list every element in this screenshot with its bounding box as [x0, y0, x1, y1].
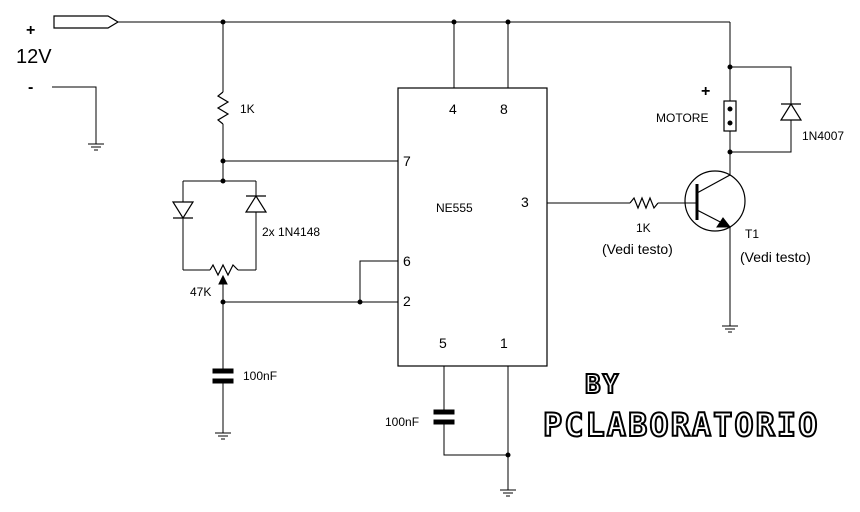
ic-pin1: 1	[500, 335, 508, 351]
resistor-1k-base	[547, 196, 697, 210]
ic-name: NE555	[436, 201, 473, 215]
ic-pin2: 2	[403, 293, 411, 309]
supply-input-terminal	[53, 15, 120, 29]
resistor-1k-top-label: 1K	[240, 102, 255, 116]
supply-voltage-label: 12V	[16, 46, 52, 68]
capacitor-control-label: 100nF	[385, 415, 419, 429]
flyback-diode-1n4007	[730, 66, 803, 153]
wire-pin6-pin2	[223, 260, 398, 303]
flyback-diode-label: 1N4007	[802, 129, 844, 143]
ne555-ic-body	[397, 87, 548, 367]
resistor-1k-top	[216, 22, 230, 181]
motor-plus-sign: +	[701, 83, 710, 100]
capacitor-100nf-timing	[212, 302, 234, 440]
supply-minus-sign: -	[28, 79, 33, 96]
supply-ground-wire	[52, 86, 104, 151]
resistor-base-note: (Vedi testo)	[602, 241, 673, 257]
capacitor-timing-label: 100nF	[243, 369, 277, 383]
brand-by: BY	[585, 370, 620, 400]
supply-rail	[118, 21, 731, 101]
brand-name: PCLABORATORIO	[543, 406, 819, 444]
motor-terminal	[723, 100, 737, 152]
transistor-t1	[684, 152, 746, 333]
potentiometer-label: 47K	[190, 285, 211, 299]
supply-plus-sign: +	[26, 22, 35, 39]
ic-pin7: 7	[403, 153, 411, 169]
capacitor-100nf-control	[433, 366, 516, 497]
ic-pin4: 4	[449, 101, 457, 117]
ic-pin8: 8	[500, 101, 508, 117]
resistor-base-value: 1K	[636, 221, 651, 235]
potentiometer-47k	[209, 263, 239, 302]
ic-pin6: 6	[403, 253, 411, 269]
transistor-name: T1	[745, 227, 759, 241]
transistor-note: (Vedi testo)	[740, 249, 811, 265]
motor-label: MOTORE	[656, 111, 708, 125]
diode-pair-label: 2x 1N4148	[262, 225, 320, 239]
diode-pair-1n4148	[171, 180, 268, 271]
ic-pin5: 5	[439, 335, 447, 351]
ic-pin3: 3	[521, 194, 529, 210]
